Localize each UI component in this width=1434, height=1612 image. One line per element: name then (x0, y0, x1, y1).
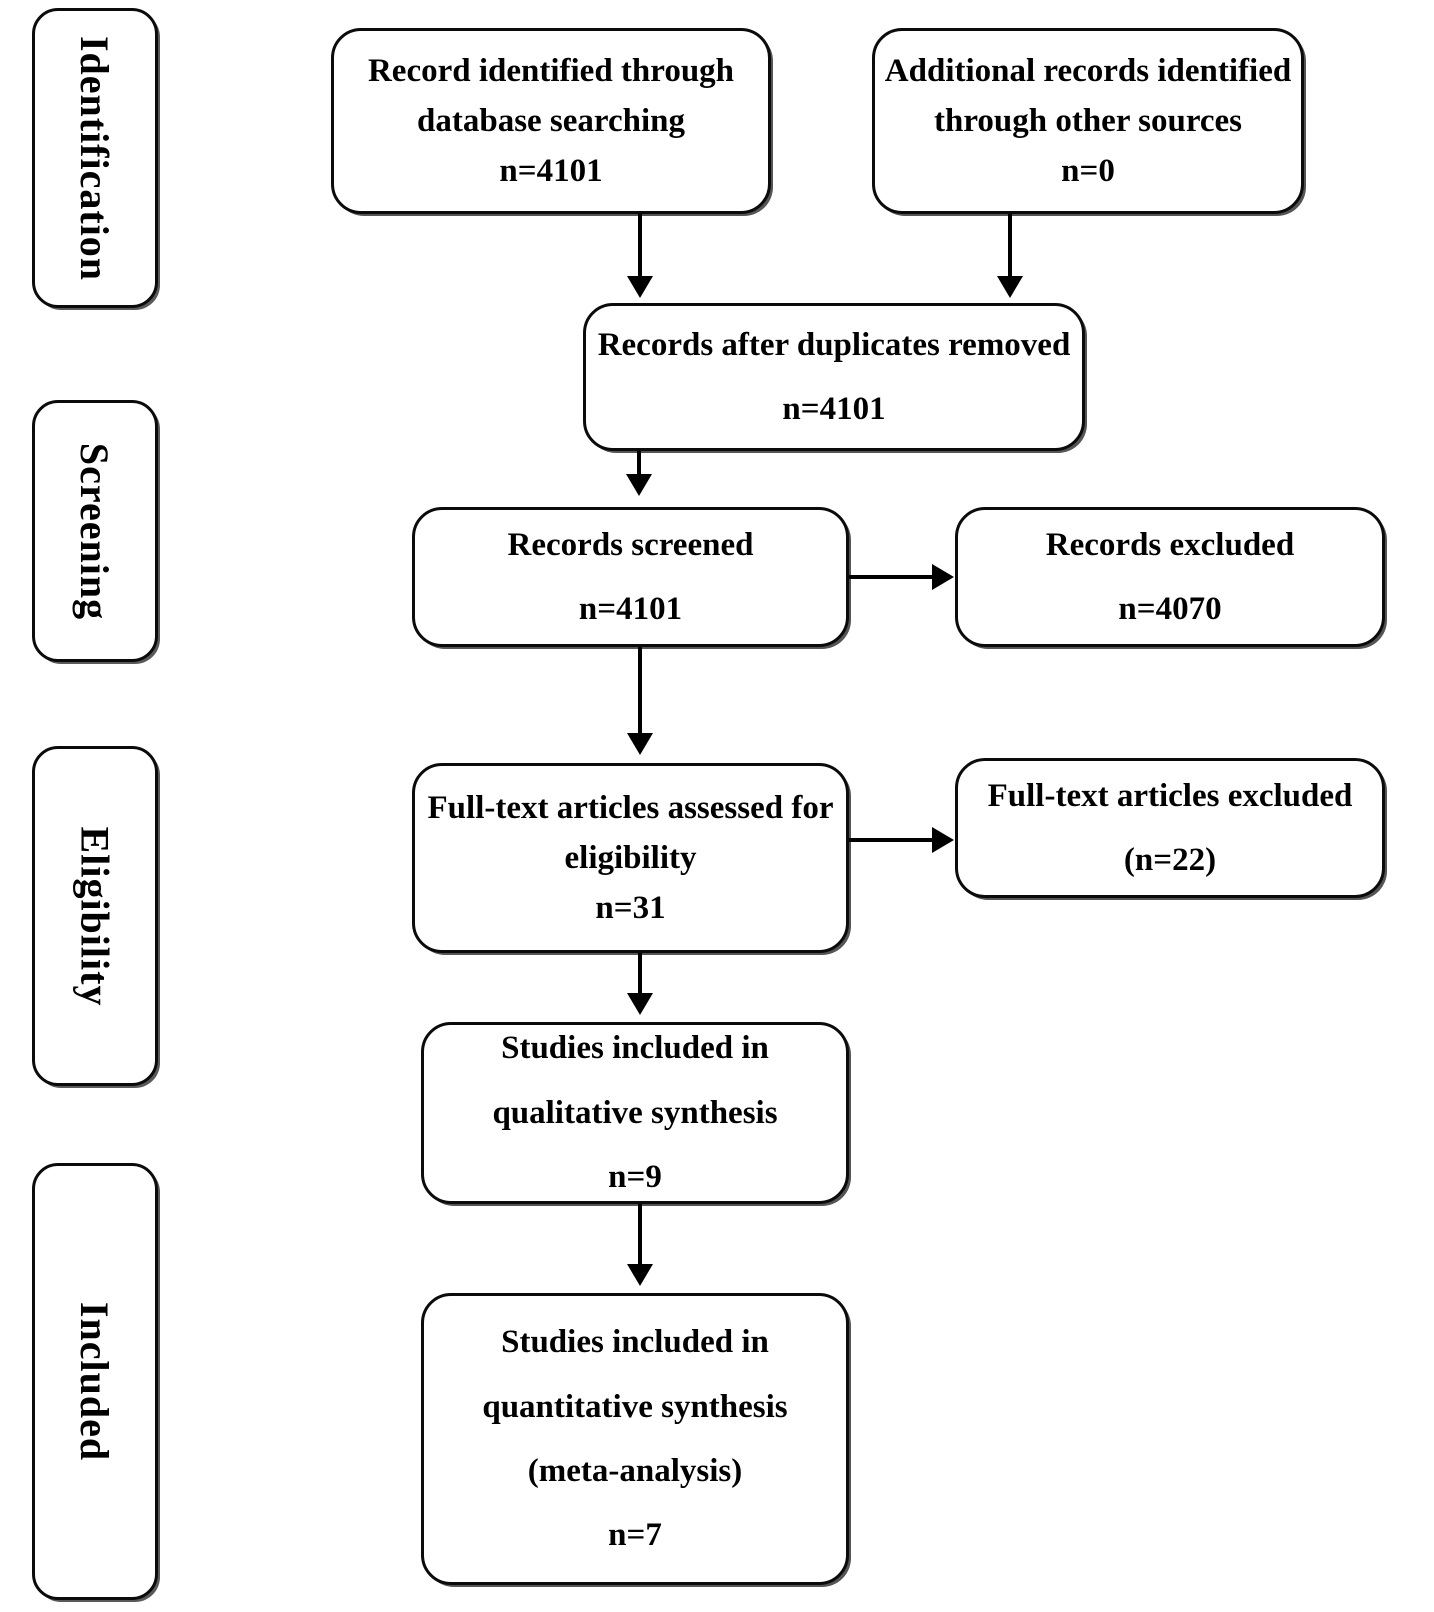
box-count: n=4101 (499, 153, 603, 190)
stage-label-text: Eligibility (72, 826, 118, 1006)
box-line: quantitative synthesis (482, 1388, 788, 1425)
connector-line-screened-to-fulltext (638, 647, 642, 735)
box-line: Studies included in (501, 1324, 769, 1361)
arrowhead-fulltext-to-qualitative (627, 993, 653, 1015)
box-line: Additional records identified (884, 52, 1292, 89)
stage-label-included: Included (32, 1163, 158, 1600)
box-line: Record identified through (367, 52, 735, 89)
arrowhead-qualitative-to-quantitative (627, 1264, 653, 1286)
stage-label-text: Included (72, 1301, 118, 1462)
arrowhead-db-to-duplicates (627, 276, 653, 298)
arrowhead-screened-to-excluded (932, 564, 954, 590)
box-count: n=31 (595, 890, 666, 927)
arrowhead-other-to-duplicates (997, 276, 1023, 298)
box-line: Records after duplicates removed (597, 326, 1071, 363)
connector-line-screened-to-excluded (849, 575, 934, 579)
arrowhead-screened-to-fulltext (627, 733, 653, 755)
connector-line-fulltext-to-excluded (849, 838, 934, 842)
connector-line-qualitative-to-quantitative (638, 1204, 642, 1266)
connector-line-db-to-duplicates (638, 214, 642, 278)
box-records-excluded: Records excluded n=4070 (955, 507, 1385, 647)
box-line: (meta-analysis) (527, 1453, 743, 1489)
stage-label-text: Screening (72, 442, 118, 620)
box-line: database searching (417, 102, 685, 139)
box-count: n=9 (608, 1159, 662, 1196)
box-line: Full-text articles excluded (987, 777, 1353, 814)
box-count: (n=22) (1123, 842, 1217, 878)
stage-label-screening: Screening (32, 400, 158, 662)
box-line: Records excluded (1045, 526, 1295, 563)
box-fulltext-assessed: Full-text articles assessed for eligibil… (412, 763, 849, 953)
box-count: n=0 (1061, 153, 1115, 190)
connector-line-fulltext-to-qualitative (638, 953, 642, 995)
box-line: Full-text articles assessed for (427, 789, 834, 826)
box-qualitative-synthesis: Studies included in qualitative synthesi… (421, 1022, 849, 1204)
connector-line-other-to-duplicates (1008, 214, 1012, 278)
stage-label-eligibility: Eligibility (32, 746, 158, 1086)
box-database-search: Record identified through database searc… (331, 28, 771, 214)
box-quantitative-synthesis: Studies included in quantitative synthes… (421, 1293, 849, 1585)
box-count: n=4101 (578, 591, 683, 627)
box-line: through other sources (933, 102, 1243, 139)
box-records-screened: Records screened n=4101 (412, 507, 849, 647)
box-other-sources: Additional records identified through ot… (872, 28, 1304, 214)
stage-label-identification: Identification (32, 8, 158, 308)
box-duplicates-removed: Records after duplicates removed n=4101 (583, 303, 1085, 451)
box-count: n=4070 (1118, 591, 1222, 627)
arrowhead-fulltext-to-excluded (932, 827, 954, 853)
box-line: qualitative synthesis (492, 1094, 778, 1131)
connector-line-duplicates-to-screened (637, 451, 641, 476)
stage-label-text: Identification (72, 35, 118, 281)
box-count: n=7 (608, 1517, 662, 1554)
box-count: n=4101 (782, 391, 886, 427)
box-line: Studies included in (501, 1030, 769, 1067)
box-fulltext-excluded: Full-text articles excluded (n=22) (955, 758, 1385, 898)
arrowhead-duplicates-to-screened (626, 474, 652, 496)
box-line: eligibility (564, 839, 697, 876)
box-line: Records screened (507, 526, 754, 563)
